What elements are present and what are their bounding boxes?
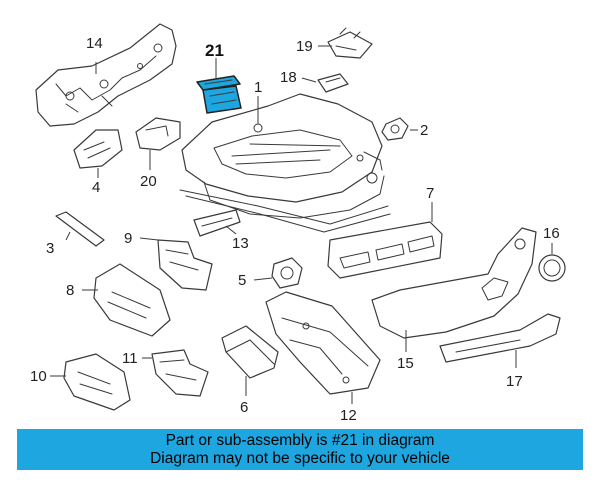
part-2-grommet (381, 117, 409, 141)
part-16-cap (538, 254, 566, 282)
callout-17: 17 (506, 373, 523, 390)
callout-3: 3 (46, 240, 54, 257)
part-11-bracket (151, 349, 209, 397)
callout-14: 14 (86, 35, 103, 52)
callout-11: 11 (122, 350, 138, 367)
callout-4: 4 (92, 179, 100, 196)
callout-15: 15 (397, 355, 414, 372)
callout-10: 10 (30, 368, 47, 385)
part-17-trim (439, 313, 561, 363)
callout-16: 16 (543, 225, 560, 242)
callout-13: 13 (232, 235, 249, 252)
callout-12: 12 (340, 407, 357, 424)
callout-19: 19 (296, 38, 313, 55)
part-7-switch-panel (327, 221, 443, 279)
banner-line-part-info: Part or sub-assembly is #21 in diagram (165, 431, 435, 449)
leader-lines (50, 45, 553, 404)
callout-18: 18 (280, 69, 297, 86)
part-1-seat-frame (179, 93, 391, 233)
part-20-cover (135, 117, 181, 151)
part-13-rail (193, 209, 241, 237)
part-19-bracket (327, 27, 373, 59)
part-4-cover (73, 129, 123, 169)
part-10-module (63, 353, 131, 411)
part-8-module (93, 263, 171, 337)
part-18-clip (317, 73, 349, 93)
part-21-top (196, 75, 241, 91)
banner-line-disclaimer: Diagram may not be specific to your vehi… (150, 449, 450, 467)
callout-21: 21 (205, 41, 224, 60)
parts-diagram: 21 1 2 3 4 5 6 7 8 9 10 11 12 13 14 15 1… (30, 23, 566, 424)
part-3-trim-strip (55, 211, 105, 247)
callout-6: 6 (240, 399, 248, 416)
callout-7: 7 (426, 185, 434, 202)
part-notice-banner: Part or sub-assembly is #21 in diagram D… (17, 429, 583, 470)
callout-labels: 21 1 2 3 4 5 6 7 8 9 10 11 12 13 14 15 1… (30, 35, 560, 424)
part-21-body (202, 85, 242, 114)
callout-2: 2 (420, 122, 428, 139)
callout-8: 8 (66, 282, 74, 299)
callout-20: 20 (140, 173, 157, 190)
callout-9: 9 (124, 230, 132, 247)
part-6-box (221, 325, 279, 379)
part-15-side-cover (371, 227, 537, 339)
part-12-base-tray (265, 291, 381, 395)
callout-5: 5 (238, 272, 246, 289)
callout-1: 1 (254, 79, 262, 96)
part-14-side-frame (35, 23, 177, 127)
part-5-motor (271, 257, 303, 289)
part-9-bracket (157, 239, 213, 291)
part-21-highlighted (196, 75, 242, 114)
